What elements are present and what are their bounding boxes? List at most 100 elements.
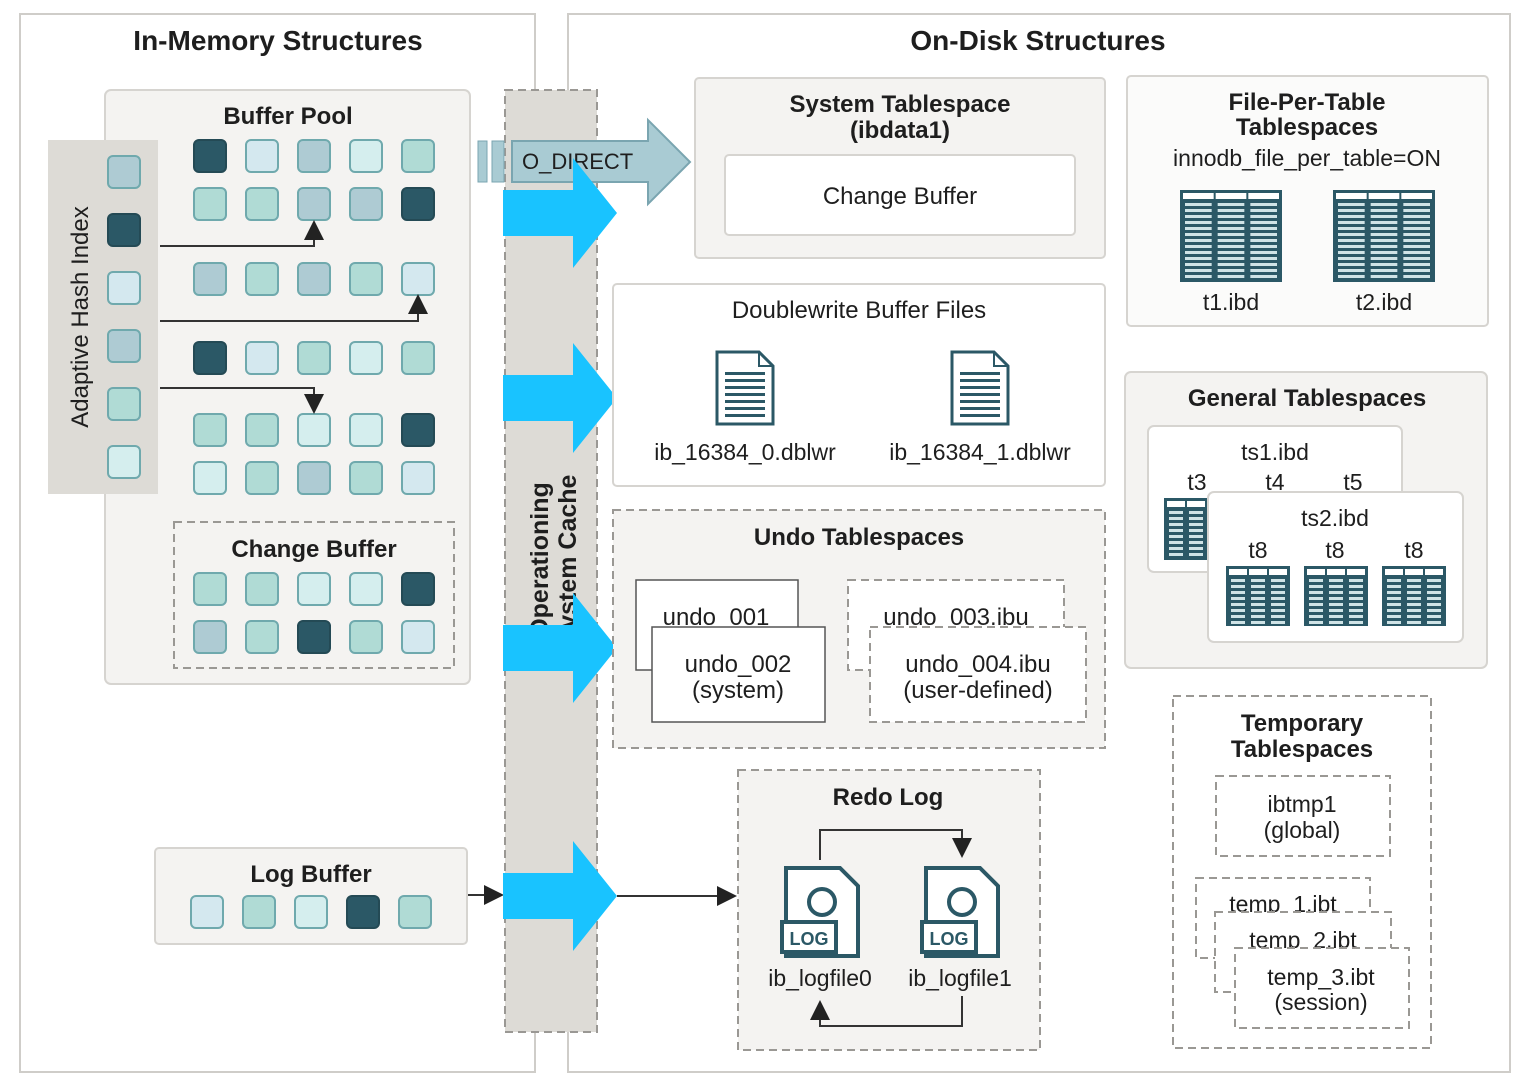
- change-buffer-memory: Change Buffer: [173, 521, 455, 669]
- page-cell: [245, 341, 279, 375]
- hash-pointer-arrows: [160, 220, 428, 414]
- page-cell: [245, 620, 279, 654]
- page-cell: [193, 620, 227, 654]
- page-cell: [294, 895, 328, 929]
- fpt-file-t1: t1.ibd: [1203, 289, 1259, 315]
- ts2-table-1: t8: [1248, 537, 1267, 563]
- page-cell: [193, 187, 227, 221]
- page-cell: [245, 139, 279, 173]
- page-cell: [401, 413, 435, 447]
- redo-file-0: ib_logfile0: [768, 965, 872, 991]
- page-cell: [349, 461, 383, 495]
- ts1-table-t3: t3: [1187, 469, 1206, 495]
- buffer-pool-title: Buffer Pool: [223, 103, 352, 130]
- page-cell: [193, 572, 227, 606]
- page-cell: [107, 329, 141, 363]
- table-icon: [1226, 566, 1290, 626]
- undo-002: undo_002: [685, 651, 792, 678]
- table-icon: [1382, 566, 1446, 626]
- o-direct-arrow: O_DIRECT: [477, 117, 692, 207]
- system-change-buffer: Change Buffer: [823, 183, 977, 210]
- dblwr-file-0: ib_16384_0.dblwr: [654, 439, 836, 465]
- undo-004: undo_004.ibu: [905, 651, 1050, 678]
- table-icon: [1333, 190, 1435, 282]
- undo-002-note: (system): [692, 677, 784, 704]
- document-icon: [715, 350, 775, 426]
- system-tablespace-title: System Tablespace: [789, 91, 1010, 118]
- page-cell: [349, 572, 383, 606]
- undo-004-note: (user-defined): [903, 677, 1052, 704]
- ts2-table-2: t8: [1325, 537, 1344, 563]
- temporary-tablespaces: Temporary Tablespaces ibtmp1 (global) te…: [1172, 695, 1432, 1049]
- log-icon-label: LOG: [790, 929, 829, 949]
- page-cell: [245, 572, 279, 606]
- page-cell: [401, 139, 435, 173]
- temp-title1: Temporary: [1241, 710, 1364, 737]
- page-cell: [107, 445, 141, 479]
- page-cell: [193, 262, 227, 296]
- table-icon: [1304, 566, 1368, 626]
- document-icon: [950, 350, 1010, 426]
- page-cell: [245, 461, 279, 495]
- page-cell: [401, 341, 435, 375]
- on-disk-title: On-Disk Structures: [910, 25, 1165, 56]
- log-icon-label: LOG: [930, 929, 969, 949]
- log-buffer-title: Log Buffer: [250, 861, 371, 888]
- page-cell: [401, 461, 435, 495]
- doublewrite-title: Doublewrite Buffer Files: [732, 297, 986, 324]
- temp-3: temp_3.ibt: [1267, 964, 1375, 990]
- change-buffer-title: Change Buffer: [231, 536, 396, 563]
- ibtmp1: ibtmp1: [1267, 791, 1336, 817]
- page-cell: [190, 895, 224, 929]
- page-cell: [398, 895, 432, 929]
- os-cache-label-line1: Operationing: [526, 482, 554, 638]
- page-cell: [245, 262, 279, 296]
- in-memory-title: In-Memory Structures: [133, 25, 422, 56]
- page-cell: [349, 187, 383, 221]
- page-cell: [297, 413, 331, 447]
- log-file-icon: LOG: [780, 866, 860, 958]
- page-cell: [297, 187, 331, 221]
- redo-file-1: ib_logfile1: [908, 965, 1012, 991]
- log-buffer: Log Buffer: [154, 847, 504, 945]
- ts1-table-t5: t5: [1343, 469, 1362, 495]
- page-cell: [349, 139, 383, 173]
- flush-arrow: [503, 343, 617, 453]
- page-cell: [242, 895, 276, 929]
- page-cell: [401, 187, 435, 221]
- page-cell: [107, 213, 141, 247]
- undo-title: Undo Tablespaces: [754, 524, 964, 551]
- page-cell: [401, 620, 435, 654]
- page-cell: [401, 262, 435, 296]
- ts1-label: ts1.ibd: [1241, 439, 1309, 465]
- ts2-label: ts2.ibd: [1301, 505, 1369, 531]
- page-cell: [193, 413, 227, 447]
- log-file-icon: LOG: [920, 866, 1000, 958]
- page-cell: [349, 413, 383, 447]
- page-cell: [297, 461, 331, 495]
- page-cell: [107, 271, 141, 305]
- temp-title2: Tablespaces: [1231, 736, 1373, 763]
- page-cell: [107, 155, 141, 189]
- system-tablespace-subtitle: (ibdata1): [850, 117, 950, 144]
- page-cell: [349, 262, 383, 296]
- page-cell: [349, 620, 383, 654]
- system-tablespace: System Tablespace (ibdata1) Change Buffe…: [694, 77, 1106, 259]
- fpt-title2: Tablespaces: [1236, 114, 1378, 141]
- page-cell: [193, 341, 227, 375]
- table-icon: [1164, 498, 1208, 560]
- ts1-table-t4: t4: [1265, 469, 1284, 495]
- page-cell: [346, 895, 380, 929]
- adaptive-hash-index: Adaptive Hash Index: [48, 140, 158, 494]
- page-cell: [297, 620, 331, 654]
- doublewrite-buffer-files: Doublewrite Buffer Files ib_16384_0.dblw…: [612, 283, 1106, 487]
- page-cell: [349, 341, 383, 375]
- page-cell: [107, 387, 141, 421]
- page-cell: [297, 262, 331, 296]
- page-cell: [297, 572, 331, 606]
- page-cell: [193, 139, 227, 173]
- page-cell: [401, 572, 435, 606]
- in-memory-structures: In-Memory Structures Buffer Pool Adaptiv…: [19, 13, 536, 1073]
